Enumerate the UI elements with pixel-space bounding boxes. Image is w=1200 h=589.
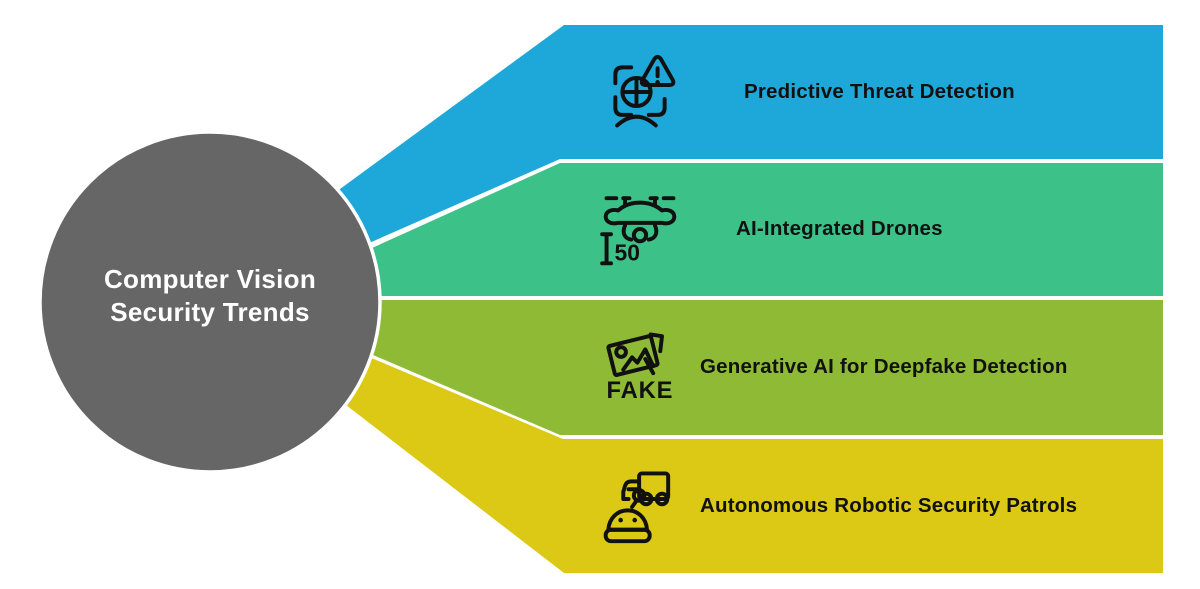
band-shape-drones (310, 163, 1163, 296)
robot-truck-icon (596, 462, 684, 550)
band-row-deepfake: FAKE Generative AI for Deepfake Detectio… (596, 322, 1176, 412)
band-shape-patrols (310, 332, 1163, 573)
band-label: Generative AI for Deepfake Detection (700, 355, 1068, 378)
band-shape-predictive-threat (310, 25, 1163, 269)
band-label: Autonomous Robotic Security Patrols (700, 494, 1078, 517)
fake-image-icon: FAKE (596, 323, 684, 411)
drone-altitude-text: 50 (614, 240, 639, 266)
band-row-drones: 50 AI-Integrated Drones (596, 184, 1176, 274)
band-shape-deepfake (310, 300, 1163, 435)
band-row-patrols: Autonomous Robotic Security Patrols (596, 461, 1176, 551)
center-circle (38, 130, 382, 474)
drone-icon: 50 (596, 185, 684, 273)
diagram-title: Computer Vision Security Trends (58, 263, 362, 329)
band-row-predictive-threat: Predictive Threat Detection (596, 47, 1176, 137)
fake-caption-text: FAKE (607, 377, 674, 404)
band-label: AI-Integrated Drones (736, 217, 943, 240)
diagram-title-line1: Computer Vision (103, 264, 317, 294)
threat-detection-scan-icon (596, 48, 684, 136)
band-label: Predictive Threat Detection (744, 80, 1015, 103)
diagram-title-line2: Security Trends (110, 297, 310, 327)
